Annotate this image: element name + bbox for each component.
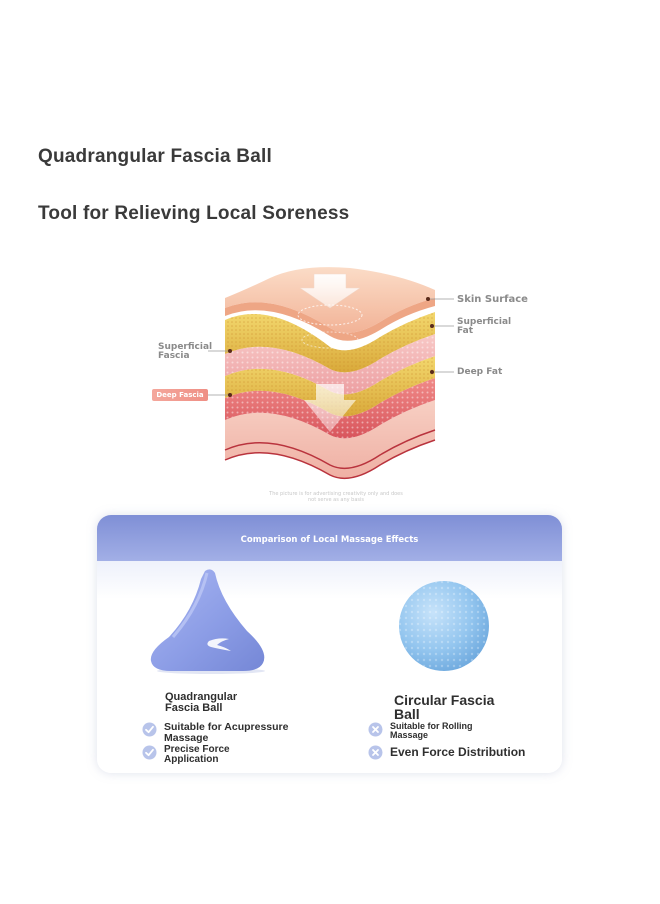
feature-item: Suitable for Rolling Massage	[368, 722, 510, 740]
check-icon	[142, 722, 157, 737]
comparison-title: Comparison of Local Massage Effects	[240, 535, 419, 545]
label-deep-fascia: Deep Fascia	[152, 389, 208, 401]
feature-item: Suitable for Acupressure Massage	[142, 722, 324, 743]
label-deep-fat: Deep Fat	[457, 367, 503, 377]
disclaimer-text: The picture is for advertising creativit…	[269, 491, 403, 503]
comparison-header: Comparison of Local Massage Effects	[97, 515, 562, 561]
pressure-arrow-icon	[299, 273, 361, 309]
page-title: Quadrangular Fascia Ball	[38, 146, 272, 167]
muscle-layer	[225, 400, 435, 479]
feature-text: Even Force Distribution	[390, 745, 526, 759]
cross-icon	[368, 722, 383, 737]
label-skin-surface: Skin Surface	[457, 294, 528, 305]
pressure-arrow-icon	[304, 384, 356, 432]
feature-item: Even Force Distribution	[368, 745, 562, 760]
cross-icon	[368, 745, 383, 760]
feature-text: Precise Force Application	[164, 744, 230, 765]
quadrangular-ball-image	[150, 569, 265, 674]
feature-text: Suitable for Acupressure Massage	[164, 721, 289, 744]
quadrangular-ball-name: Quadrangular Fascia Ball	[165, 691, 238, 714]
circular-ball-name: Circular Fascia Ball	[394, 692, 495, 722]
page-subtitle: Tool for Relieving Local Soreness	[38, 203, 350, 224]
circular-ball-image	[399, 581, 489, 671]
comparison-card: Comparison of Local Massage Effects Quad…	[97, 515, 562, 773]
tissue-layer-diagram	[208, 267, 454, 480]
feature-text: Suitable for Rolling Massage	[390, 721, 473, 740]
check-icon	[142, 745, 157, 760]
feature-item: Precise Force Application	[142, 745, 264, 765]
label-superficial-fat: Superficial Fat	[457, 317, 512, 336]
label-superficial-fascia: Superficial Fascia	[158, 342, 213, 361]
brand-logo-icon	[207, 638, 231, 651]
